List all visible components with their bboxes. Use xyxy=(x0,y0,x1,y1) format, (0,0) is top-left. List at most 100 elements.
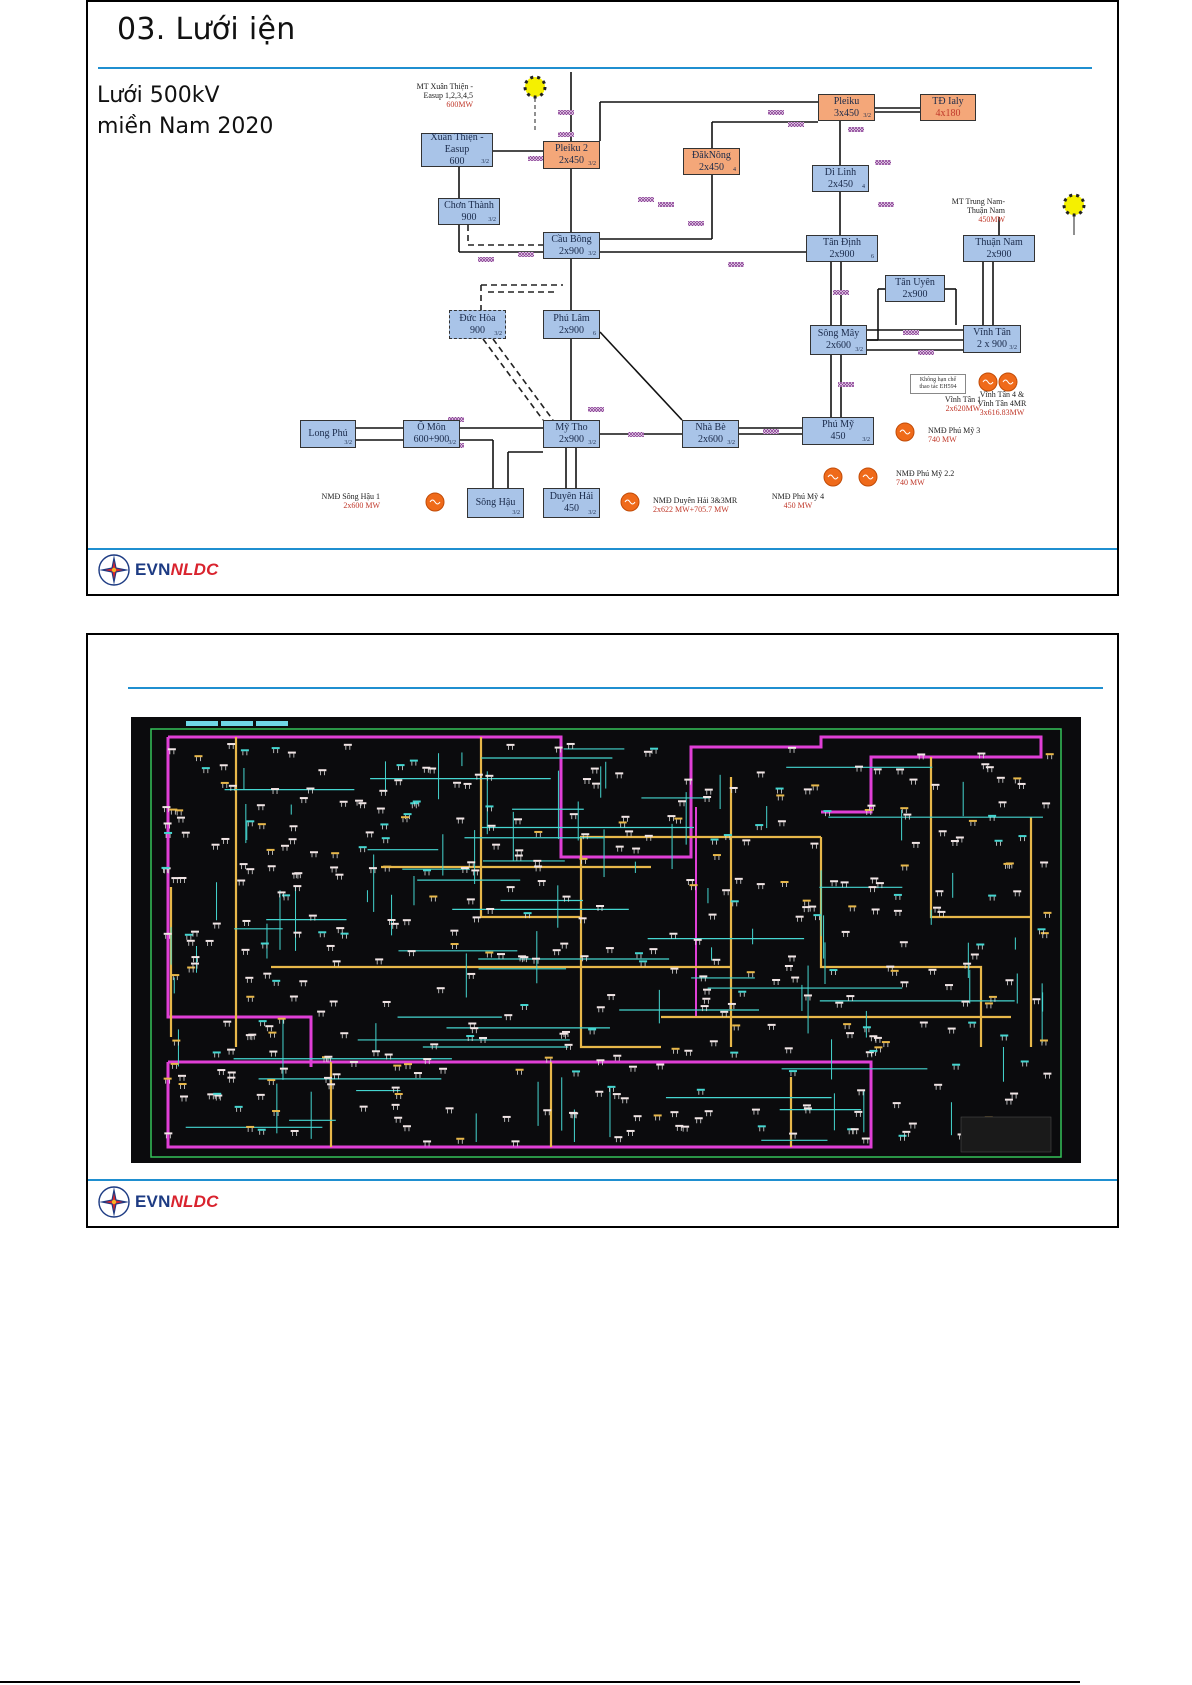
substation-bus xyxy=(802,906,811,909)
substation-bus xyxy=(890,969,899,972)
substation-bus xyxy=(981,763,990,766)
substation-bus xyxy=(559,1032,568,1035)
screen-frame xyxy=(150,728,1062,1158)
substation-bus xyxy=(566,742,575,745)
substation-bus xyxy=(220,781,229,784)
substation-bus xyxy=(873,768,882,771)
substation-bus xyxy=(917,753,926,756)
substation-bus xyxy=(272,1110,281,1113)
substation-bus xyxy=(848,905,857,908)
substation-bus xyxy=(952,1063,961,1066)
substation-bus xyxy=(873,1036,882,1039)
substation-bus xyxy=(272,979,281,982)
substation-bus xyxy=(212,922,221,925)
substation-bus xyxy=(963,962,972,965)
substation-label: Phú Lâm xyxy=(553,312,590,324)
substation-bus xyxy=(180,1095,189,1098)
scheme-tag: 3/2 xyxy=(512,510,520,516)
substation-bus xyxy=(896,768,905,771)
substation-bus xyxy=(684,778,693,781)
substation-label: 2x450 xyxy=(699,161,724,173)
line-parameter-marker xyxy=(788,122,804,127)
substation-bus xyxy=(178,876,187,879)
substation-bus xyxy=(340,932,349,935)
substation-bus xyxy=(988,995,997,998)
substation-bus xyxy=(246,868,255,871)
substation-bus xyxy=(729,786,738,789)
evnnldc-logo: EVNNLDC xyxy=(97,553,219,587)
substation-bus xyxy=(1003,862,1012,865)
substation-bus xyxy=(634,952,643,955)
substation-bus xyxy=(162,806,171,809)
substation-bus xyxy=(950,840,959,843)
substation-bus xyxy=(961,1000,970,1003)
evnnldc-logo: EVNNLDC xyxy=(97,1185,219,1219)
substation-bus xyxy=(227,1071,236,1074)
substation-bus xyxy=(365,831,374,834)
substation-label: Vĩnh Tân xyxy=(973,327,1011,338)
substation-bus xyxy=(1040,932,1049,935)
substation-bus xyxy=(258,1020,267,1023)
substation-bus xyxy=(227,1048,236,1051)
substation-bus xyxy=(358,846,367,849)
substation-label: 900 xyxy=(461,211,477,223)
substation-bus xyxy=(212,1051,221,1054)
substation-bus xyxy=(777,820,786,823)
substation-bus xyxy=(813,914,822,917)
substation-bus xyxy=(675,1124,684,1127)
substation-label: Tân Uyên xyxy=(895,276,935,288)
substation-bus xyxy=(358,802,367,805)
substation-bus xyxy=(423,1140,432,1143)
substation-bus xyxy=(898,1134,907,1137)
line-parameter-marker xyxy=(518,252,534,257)
substation-bus xyxy=(727,1002,736,1005)
substation-bus xyxy=(572,1070,581,1073)
generator-capacity: 740 MW xyxy=(928,435,957,444)
substation-bus xyxy=(730,900,739,903)
substation-bus xyxy=(732,1024,741,1027)
substation-bus xyxy=(277,891,286,894)
substation-bus xyxy=(187,966,196,969)
generator-name: NMĐ Duyên Hải 3&3MR xyxy=(653,496,738,505)
substation-label: 2 x 900 xyxy=(977,339,1007,350)
substation-bus xyxy=(919,1021,928,1024)
slide-title: 03. Lưới iện xyxy=(117,12,296,47)
substation-bus xyxy=(686,879,695,882)
substation-bus xyxy=(588,1028,597,1031)
substation-bus xyxy=(164,831,173,834)
line-parameter-marker xyxy=(628,432,644,437)
substation-bus xyxy=(340,1032,349,1035)
substation-bus xyxy=(850,1128,859,1131)
substation-bus xyxy=(596,904,605,907)
substation-bus xyxy=(554,746,563,749)
substation-bus xyxy=(756,771,765,774)
substation-bus xyxy=(532,957,541,960)
substation-bus xyxy=(266,848,275,851)
sine-wave-glyph xyxy=(827,474,839,480)
generator-capacity: 450MW xyxy=(978,215,1005,224)
substation-bus xyxy=(277,1017,286,1020)
substation-bus xyxy=(841,930,850,933)
line-parameter-marker xyxy=(903,330,919,335)
substation-bus xyxy=(1000,1034,1009,1037)
substation-bus xyxy=(205,939,214,942)
substation-bus xyxy=(450,929,459,932)
substation-bus xyxy=(201,767,210,770)
substation-bus xyxy=(909,778,918,781)
substation-bus xyxy=(394,1116,403,1119)
substation-bus xyxy=(456,817,465,820)
substation-bus xyxy=(227,743,236,746)
substation-bus xyxy=(289,825,298,828)
line-parameter-marker xyxy=(558,132,574,137)
substation-bus xyxy=(669,932,678,935)
substation-bus xyxy=(470,1027,479,1030)
substation-label: Đức Hòa xyxy=(459,312,496,324)
substation-bus xyxy=(1013,777,1022,780)
substation-bus xyxy=(257,823,266,826)
substation-bus xyxy=(689,884,698,887)
substation-label: 2x600 xyxy=(826,340,851,351)
